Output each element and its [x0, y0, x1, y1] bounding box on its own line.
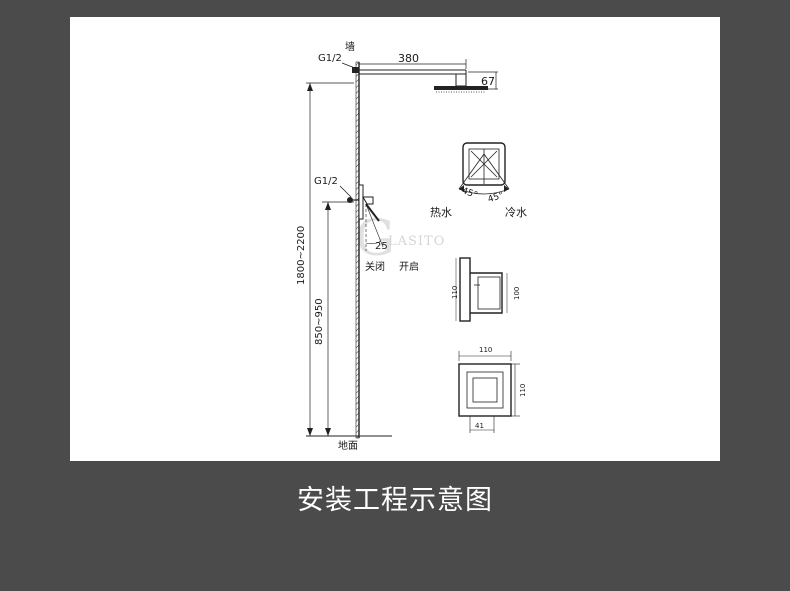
thread-top-label: G1/2 [318, 53, 342, 64]
side-height-1-label: 110 [451, 286, 459, 299]
thread-mid-label: G1/2 [314, 176, 338, 187]
angle-left-label: 45° [460, 186, 478, 201]
front-view-drawing: 110 41 110 [458, 346, 527, 433]
total-height-dimension: 1800~2200 [296, 82, 354, 436]
head-drop-label: 67 [481, 75, 495, 88]
hot-water-label: 热水 [430, 206, 452, 219]
cold-water-label: 冷水 [505, 206, 527, 219]
side-view-drawing: 110 100 [451, 257, 521, 322]
wall: 墙 [345, 40, 360, 439]
floor-label: 地面 [338, 439, 358, 452]
wall-label: 墙 [345, 40, 355, 53]
diagram-caption: 安装工程示意图 [297, 485, 493, 516]
head-drop-dimension: 67 [468, 71, 498, 90]
watermark-text: LASITO [388, 234, 445, 249]
shower-head [434, 86, 488, 93]
front-bottom-label: 41 [475, 422, 484, 430]
angle-right-label: 45° [487, 191, 505, 205]
valve-height-dimension: 850~950 [314, 201, 354, 436]
installation-diagram: G LASITO 墙 G1/2 380 [296, 40, 527, 452]
angle-lever-label: 25 [375, 241, 388, 252]
floor: 地面 [306, 435, 392, 452]
close-label: 关闭 [365, 260, 385, 273]
front-width-label: 110 [479, 346, 492, 354]
arm-length-dimension: 380 [359, 52, 467, 69]
shower-arm: G1/2 [318, 53, 467, 87]
open-label: 开启 [399, 260, 419, 273]
valve-height-label: 850~950 [314, 298, 325, 345]
diagram-panel: G LASITO 墙 G1/2 380 [70, 17, 720, 461]
mixing-valve: G1/2 25 关闭 开启 [314, 176, 419, 273]
front-height-label: 110 [519, 384, 527, 397]
side-height-2-label: 100 [513, 287, 521, 300]
total-height-label: 1800~2200 [296, 226, 307, 285]
watermark: G LASITO [355, 209, 445, 267]
arm-length-label: 380 [398, 52, 419, 65]
hot-cold-angle-diagram: 45° 45° 热水 冷水 [430, 142, 527, 219]
